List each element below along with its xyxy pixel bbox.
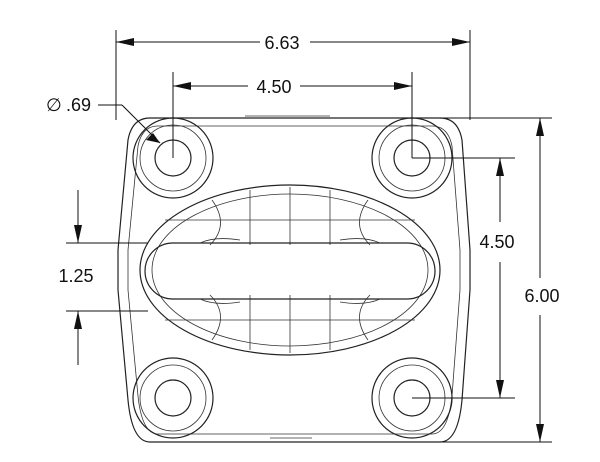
plate-outline <box>117 115 471 443</box>
hole-diameter-label: .69 <box>66 95 91 115</box>
overall-width-label: 6.63 <box>264 33 299 53</box>
dimension-hole-spacing-horizontal: 4.50 <box>172 72 413 158</box>
dimension-hole-spacing-vertical: 4.50 <box>412 157 515 399</box>
diameter-symbol: ∅ <box>46 95 62 115</box>
dimension-hole-diameter: ∅ .69 <box>46 95 161 144</box>
bail-bar <box>144 238 436 304</box>
dimension-overall-width: 6.63 <box>115 30 471 120</box>
hole-spacing-horizontal-label: 4.50 <box>256 77 291 97</box>
mounting-hole-bottom-left <box>132 357 214 439</box>
overall-height-label: 6.00 <box>524 286 559 306</box>
center-recess <box>139 184 441 356</box>
dimension-overall-height: 6.00 <box>440 117 560 443</box>
bail-width-label: 1.25 <box>58 266 93 286</box>
dimension-bail-width: 1.25 <box>58 190 148 365</box>
hole-spacing-vertical-label: 4.50 <box>479 232 514 252</box>
